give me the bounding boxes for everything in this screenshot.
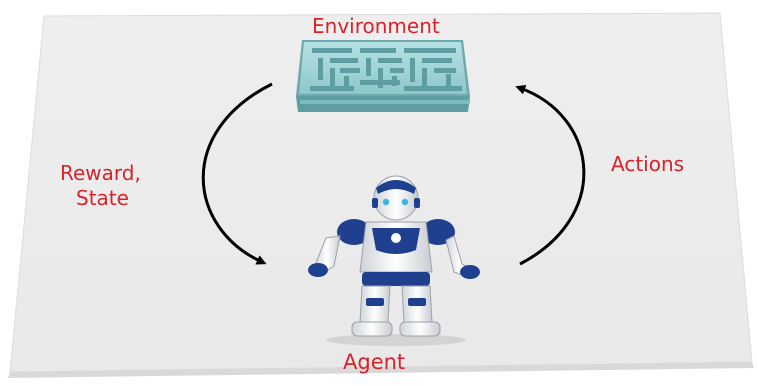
agent-label: Agent: [343, 350, 406, 374]
actions-arrow: [515, 84, 586, 266]
maze-icon: [296, 40, 470, 112]
state-label: State: [76, 186, 129, 210]
robot-icon: [308, 175, 480, 346]
actions-label: Actions: [611, 152, 685, 176]
environment-label: Environment: [312, 14, 440, 38]
reward-state-arrow: [201, 82, 273, 265]
reward-label: Reward,: [60, 161, 141, 185]
